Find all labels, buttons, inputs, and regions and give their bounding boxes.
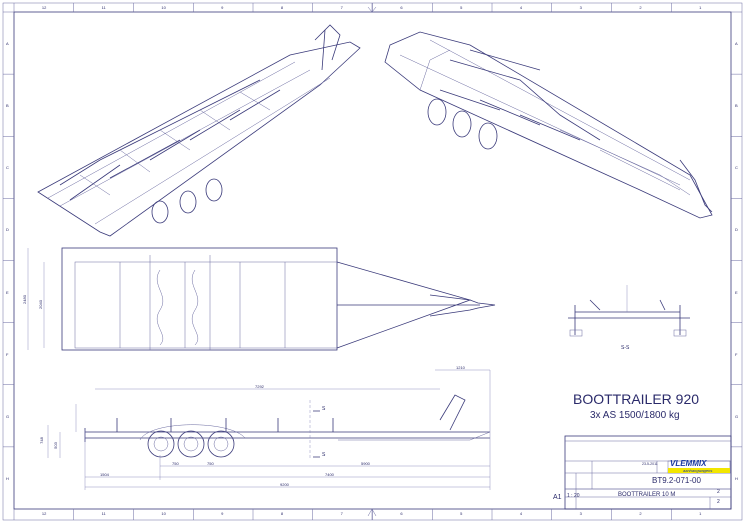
grid-row-label: D [6, 227, 9, 233]
drawing-name: BOOTTRAILER 10 M [618, 492, 676, 498]
drawing-title: BOOTTRAILER 920 [573, 391, 700, 407]
dim-height-frame: 503 [52, 442, 58, 449]
top-view [27, 247, 496, 351]
grid-row-label: H [6, 475, 9, 481]
grid-column-label: 2 [639, 5, 642, 10]
dim-axle-spacing-2: 750 [207, 461, 214, 466]
grid-column-label: 4 [519, 511, 523, 516]
section-label-top: S [322, 406, 326, 412]
sheet-size: A1 [553, 494, 562, 501]
dim-total-length: 9200 [280, 482, 289, 487]
grid-row-label: B [6, 103, 9, 109]
grid-column-label: 10 [161, 5, 166, 10]
center-mark-bottom [367, 508, 377, 520]
grid-column-label: 8 [280, 5, 284, 10]
grid-row-label: E [6, 289, 9, 295]
dim-axle-spacing-1: 750 [172, 461, 179, 466]
grid-column-label: 5 [460, 511, 463, 516]
grid-row-label: A [735, 41, 738, 47]
dim-width-inner: 2040 [37, 300, 43, 309]
brand-tagline: aanhangwagens [683, 468, 713, 473]
grid-row-label: C [735, 165, 738, 171]
side-view [47, 369, 491, 490]
section-view [568, 285, 690, 337]
grid-column-label: 1 [699, 5, 702, 10]
sheet-count: 2 [717, 499, 720, 505]
grid-row-label: D [735, 227, 738, 233]
grid-column-label: 5 [460, 5, 463, 10]
grid-column-label: 2 [639, 511, 642, 516]
grid-row-label: F [735, 351, 738, 357]
grid-column-label: 1 [699, 511, 702, 516]
dim-height-total: 748 [38, 437, 44, 444]
grid-column-label: 6 [400, 511, 403, 516]
grid-column-label: 11 [101, 5, 106, 10]
grid-row-label: H [735, 475, 738, 481]
grid-row-label: F [6, 351, 9, 357]
grid-column-label: 10 [161, 511, 166, 516]
dim-axle-to-coupling: 5900 [361, 461, 370, 466]
dim-drawbar: 1210 [456, 365, 465, 370]
grid-row-label: G [6, 413, 10, 419]
grid-row-label: C [6, 165, 9, 171]
section-label-bottom: S [322, 452, 326, 458]
grid-column-label: 3 [579, 5, 582, 10]
drawing-subtitle: 3x AS 1500/1800 kg [590, 410, 680, 421]
inner-border [13, 11, 732, 510]
brand-logo: VLEMMIX [670, 459, 707, 468]
isometric-view-left [37, 24, 361, 237]
date: 23-5-2011 [642, 462, 658, 466]
grid-column-label: 7 [340, 511, 343, 516]
grid-column-label: 12 [41, 5, 47, 10]
sheet-number: 2 [717, 489, 720, 495]
grid-row-label: E [735, 289, 738, 295]
grid-row-label: A [6, 41, 9, 47]
grid-row-label: B [735, 103, 738, 109]
scale: 1 : 20 [567, 493, 580, 499]
title-block [564, 435, 732, 510]
grid-column-label: 6 [400, 5, 403, 10]
grid-column-label: 3 [579, 511, 582, 516]
dim-bed-length: 7292 [255, 384, 264, 389]
grid-row-label: G [735, 413, 739, 419]
drawing-number: BT9.2-071-00 [652, 476, 701, 485]
grid-column-label: 4 [519, 5, 523, 10]
grid-ticks [3, 3, 742, 520]
grid-column-label: 9 [221, 5, 224, 10]
dim-rear-to-axle: 1504 [100, 472, 109, 477]
grid-column-label: 8 [280, 511, 284, 516]
grid-column-label: 9 [221, 511, 224, 516]
center-mark-top [367, 3, 377, 13]
grid-column-label: 11 [101, 511, 106, 516]
grid-column-label: 12 [41, 511, 47, 516]
dim-width-outer: 2480 [21, 295, 27, 304]
dim-axle-to-front: 7400 [325, 472, 334, 477]
isometric-view-right [384, 31, 713, 219]
section-view-label: S-S [621, 345, 630, 351]
grid-column-label: 7 [340, 5, 343, 10]
